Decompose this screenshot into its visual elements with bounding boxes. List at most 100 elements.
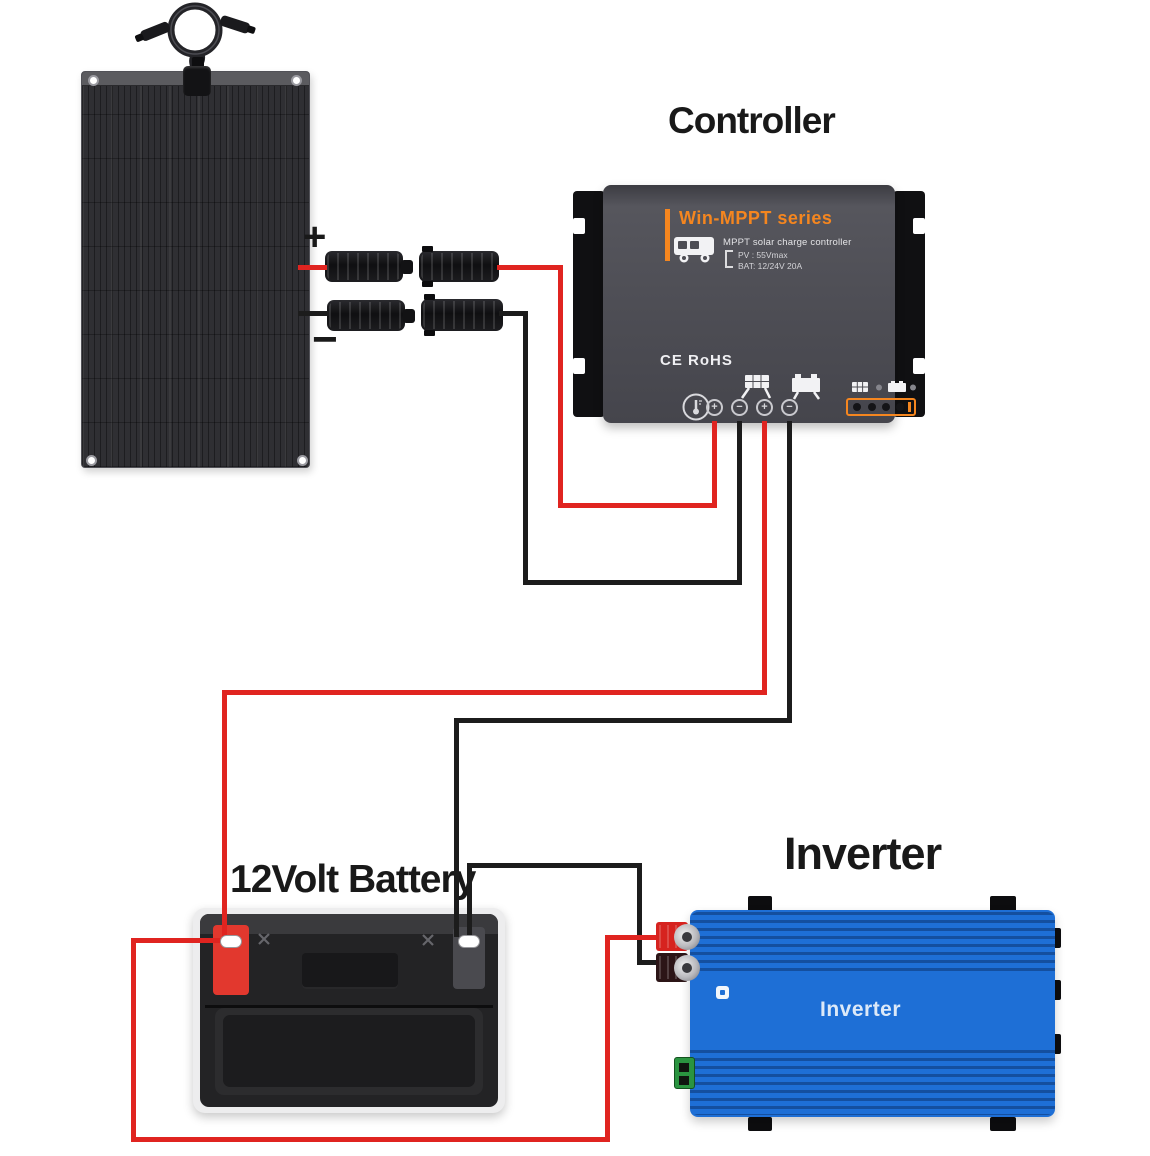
flange-slot (913, 358, 925, 374)
battery-recess (302, 953, 398, 989)
mc4-clip (424, 330, 435, 336)
side-nub (1053, 980, 1061, 1000)
battery-icon (792, 374, 821, 400)
wire-segment (787, 421, 792, 723)
wire-segment (131, 938, 222, 943)
mc4-clip (424, 294, 435, 300)
mounting-tab (748, 896, 772, 912)
port-battery-positive: + (756, 399, 773, 416)
wire-segment (558, 265, 563, 508)
controller-subtitle: MPPT solar charge controller (723, 237, 852, 248)
inverter-label: Inverter (784, 828, 942, 879)
mc4-connector-negative-controller-side (421, 294, 503, 336)
screw-icon (422, 934, 434, 946)
controller-body: Win-MPPT series MPPT solar charge contro… (603, 185, 916, 423)
port-pv-negative: − (731, 399, 748, 416)
side-nub (1053, 1034, 1061, 1054)
cable-clamp (192, 57, 204, 68)
mc4-clip (422, 246, 433, 252)
wire-segment (762, 421, 767, 695)
mc4-connector-positive-controller-side (419, 246, 499, 287)
terminal-ring (674, 924, 700, 950)
mc4-pin (403, 309, 415, 323)
terminal-hole (868, 403, 876, 411)
mounting-tab (748, 1117, 772, 1131)
wire-segment (558, 503, 717, 508)
wire-segment (605, 935, 610, 1142)
wire-segment (222, 690, 227, 937)
battery-lower-panel (223, 1015, 475, 1087)
junction-box (183, 66, 211, 96)
battery-top-face (200, 914, 498, 934)
ce-rohs-label: CE RoHS (660, 352, 733, 369)
flange-slot (573, 218, 585, 234)
controller-series-title: Win-MPPT series (679, 208, 833, 228)
terminal-hole (853, 403, 861, 411)
terminal-slot (458, 935, 480, 948)
terminal-hole (882, 403, 890, 411)
terminal-ring (674, 955, 700, 981)
terminal-hole (896, 403, 904, 411)
grommet-icon (88, 75, 99, 86)
charge-controller: Win-MPPT series MPPT solar charge contro… (573, 185, 925, 423)
terminal-strip (846, 398, 916, 416)
wire-segment (605, 935, 658, 940)
terminal-marker (908, 402, 911, 412)
rv-camper-icon (674, 237, 714, 263)
wire-segment (523, 311, 528, 585)
controller-label: Controller (668, 100, 836, 141)
wire-segment (467, 863, 472, 937)
mounting-tab (990, 896, 1016, 912)
wire-segment (222, 690, 767, 695)
mc4-connector-positive-panel-side (325, 251, 413, 282)
wire-segment (712, 421, 717, 508)
port-battery-negative: − (781, 399, 798, 416)
wire-segment (454, 718, 792, 723)
inverter-body (690, 910, 1055, 1117)
spec-pv: PV : 55Vmax (738, 250, 788, 260)
wire-segment (497, 265, 563, 270)
wire-segment (131, 1137, 610, 1142)
wire-segment (454, 718, 459, 937)
mc4-clip (422, 281, 433, 287)
inverter-front-label: Inverter (820, 998, 902, 1021)
solar-cable-coil (134, 2, 256, 75)
grommet-icon (297, 455, 308, 466)
mc4-pin (401, 260, 413, 274)
flange-slot (913, 218, 925, 234)
mc4-connector-negative-panel-side (327, 300, 415, 331)
battery-label: 12Volt Battery (230, 858, 476, 901)
panel-positive-label: + (303, 215, 326, 259)
mounting-tab (990, 1117, 1016, 1131)
accent-bar (665, 209, 670, 261)
terminal-hole (679, 1063, 689, 1072)
terminal-slot (220, 935, 242, 948)
terminal-hole (679, 1076, 689, 1085)
spec-bracket (725, 250, 733, 268)
inverter-unit: Inverter (650, 890, 1070, 1138)
brand-logo-icon (716, 986, 729, 999)
grommet-icon (86, 455, 97, 466)
wire-segment (637, 863, 642, 965)
flange-slot (573, 358, 585, 374)
status-indicator-icons (852, 381, 916, 392)
port-pv-positive: + (706, 399, 723, 416)
wire-segment (298, 311, 329, 316)
battery-12v (193, 908, 505, 1113)
wire-segment (523, 580, 742, 585)
wire-segment (467, 863, 642, 868)
grommet-icon (291, 75, 302, 86)
spec-battery: BAT: 12/24V 20A (738, 261, 803, 271)
ground-terminal-block (674, 1057, 695, 1089)
battery-groove (205, 1005, 493, 1008)
solar-panel-icon (740, 375, 772, 399)
heatsink-fins (690, 1050, 1055, 1115)
side-nub (1053, 928, 1061, 948)
wire-segment (131, 938, 136, 1142)
screw-icon (258, 933, 270, 945)
wire-segment (298, 265, 327, 270)
solar-panel (81, 71, 310, 468)
heatsink-fins (690, 912, 1055, 974)
wire-segment (499, 311, 528, 316)
